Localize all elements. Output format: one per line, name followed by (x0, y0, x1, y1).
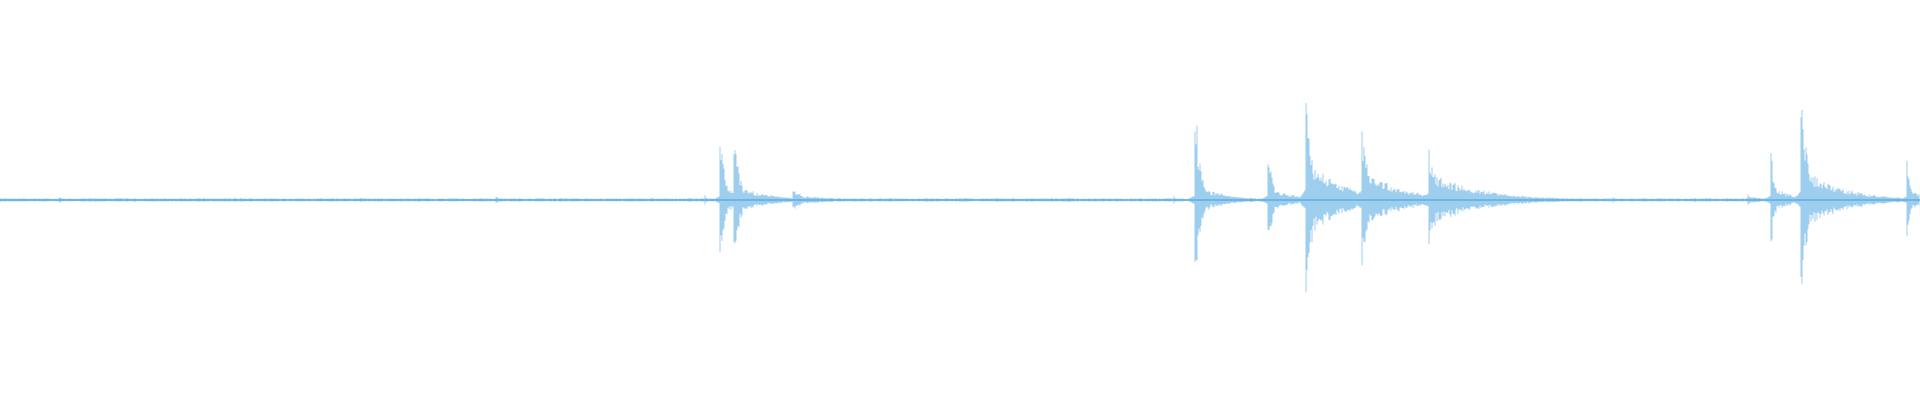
waveform-amplitude-path (0, 103, 1920, 293)
